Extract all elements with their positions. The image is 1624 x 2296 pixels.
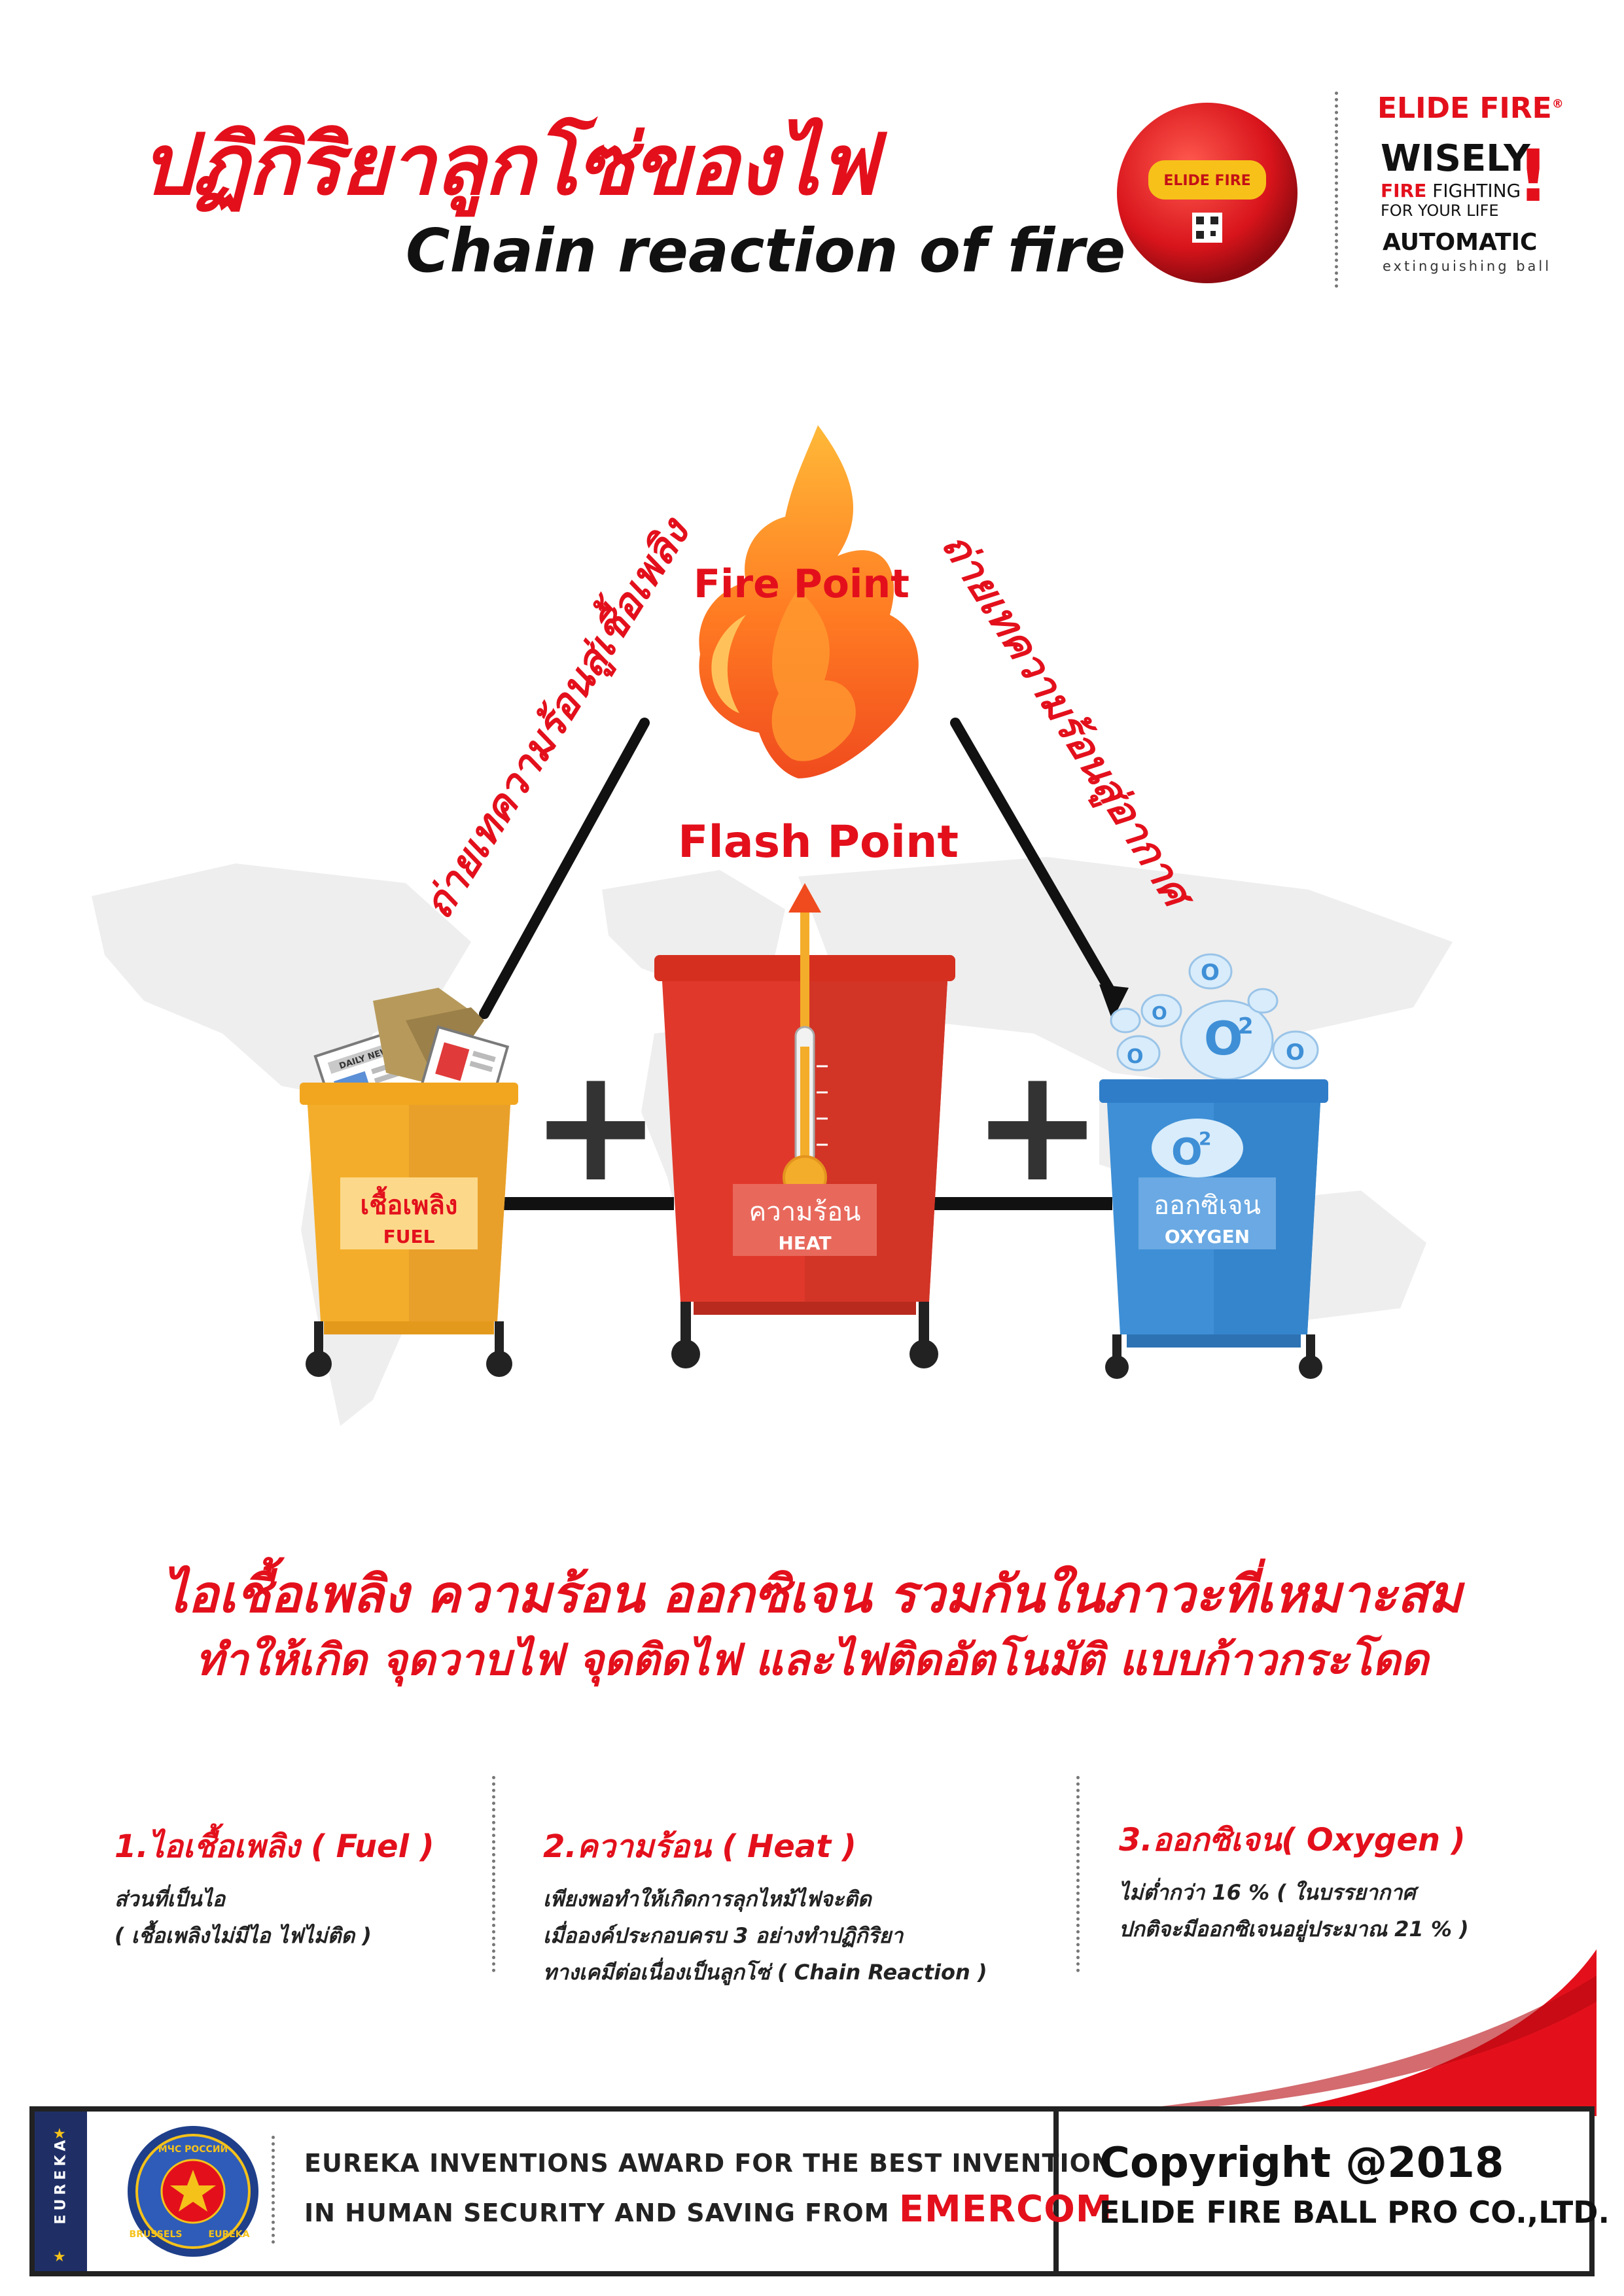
brand-exclamation-icon: ! bbox=[1517, 134, 1550, 218]
headline-line-1: ไอเชื้อเพลิง ความร้อน ออกซิเจน รวมกันในภ… bbox=[162, 1565, 1462, 1624]
oxygen-label-th: ออกซิเจน bbox=[1154, 1191, 1261, 1221]
emercom-medal-icon: МЧС РОССИИ BRUSSELS EUREKA bbox=[128, 2126, 258, 2257]
heat-label-box: ความร้อน HEAT bbox=[733, 1184, 877, 1256]
page-title-english: Chain reaction of fire bbox=[406, 216, 1126, 286]
info-heat: 2.ความร้อน ( Heat ) เพียงพอทำให้เกิดการล… bbox=[543, 1822, 987, 1991]
flash-point-label: Flash Point bbox=[678, 816, 959, 868]
brand-automatic: AUTOMATIC bbox=[1383, 229, 1538, 256]
emercom-text: EMERCOM bbox=[898, 2188, 1113, 2231]
red-swoosh-decoration bbox=[1047, 1949, 1597, 2116]
info-heat-line-1: เพียงพอทำให้เกิดการลุกไหม้ไฟจะติด bbox=[543, 1887, 872, 1911]
info-fuel: 1.ไอเชื้อเพลิง ( Fuel ) ส่วนที่เป็นไอ ( … bbox=[115, 1822, 434, 1954]
award-line-2: IN HUMAN SECURITY AND SAVING FROM EMERCO… bbox=[304, 2188, 1113, 2231]
flame-icon bbox=[699, 425, 919, 778]
star-icon-top: ★ bbox=[53, 2126, 66, 2142]
brand-extinguishing-ball: extinguishing ball bbox=[1383, 258, 1552, 274]
o2-big-o: O bbox=[1204, 1012, 1243, 1066]
star-icon-bottom: ★ bbox=[53, 2249, 66, 2265]
ball-label: ELIDE FIRE bbox=[1163, 173, 1250, 189]
brand-fire-fighting: FIRE FIGHTING bbox=[1381, 180, 1521, 201]
fire-point-label: Fire Point bbox=[694, 561, 909, 607]
brand-name: ELIDE FIRE® bbox=[1377, 92, 1564, 125]
copyright-text: Copyright @2018 bbox=[1099, 2139, 1504, 2187]
o2-bin-o: O bbox=[1171, 1131, 1203, 1174]
eureka-strip: EUREKA ★ ★ bbox=[35, 2112, 87, 2271]
info-fuel-title: 1.ไอเชื้อเพลิง ( Fuel ) bbox=[115, 1828, 434, 1865]
heat-label-en: HEAT bbox=[778, 1232, 832, 1254]
fuel-label-en: FUEL bbox=[383, 1226, 435, 1247]
plus-icon-left: + bbox=[530, 1034, 662, 1217]
o2-small-2: O bbox=[1286, 1039, 1305, 1066]
info-oxygen-title: 3.ออกซิเจน( Oxygen ) bbox=[1119, 1822, 1466, 1858]
page-title-thai: ปฏิกิริยาลูกโซ่ของไฟ bbox=[141, 116, 877, 214]
oxygen-label-box: ออกซิเจน OXYGEN bbox=[1139, 1177, 1276, 1249]
oxygen-bin: O 2 O O O O O 2 bbox=[1099, 953, 1328, 1379]
o2-big-sup: 2 bbox=[1238, 1013, 1254, 1039]
company-name: ELIDE FIRE BALL PRO CO.,LTD. bbox=[1099, 2195, 1610, 2230]
fuel-label-th: เชื้อเพลิง bbox=[360, 1191, 458, 1221]
medal-left-text: BRUSSELS bbox=[130, 2229, 183, 2240]
headline-line-2: ทำให้เกิด จุดวาบไฟ จุดติดไฟ และไฟติดอัตโ… bbox=[195, 1635, 1429, 1685]
info-heat-line-3: ทางเคมีต่อเนื่องเป็นลูกโซ่ ( Chain React… bbox=[543, 1960, 987, 1985]
plus-icon-right: + bbox=[972, 1034, 1104, 1217]
medal-right-text: EUREKA bbox=[209, 2229, 250, 2240]
elide-fire-ball-logo: ELIDE FIRE bbox=[1117, 103, 1297, 283]
brand-wisely: WISELY bbox=[1381, 137, 1530, 180]
heat-label-th: ความร้อน bbox=[749, 1197, 861, 1227]
info-heat-title: 2.ความร้อน ( Heat ) bbox=[543, 1828, 856, 1865]
info-fuel-line-1: ส่วนที่เป็นไอ bbox=[115, 1887, 225, 1911]
o2-bin-sup: 2 bbox=[1199, 1128, 1211, 1149]
heat-bin bbox=[654, 883, 955, 1368]
o2-small-3: O bbox=[1201, 960, 1220, 986]
info-heat-line-2: เมื่อองค์ประกอบครบ 3 อย่างทำปฏิกิริยา bbox=[543, 1923, 904, 1948]
brand-divider bbox=[1335, 92, 1338, 288]
info-divider-2 bbox=[1076, 1776, 1080, 1972]
info-fuel-line-2: ( เชื้อเพลิงไม่มีไอ ไฟไม่ติด ) bbox=[115, 1923, 372, 1948]
medal-top-text: МЧС РОССИИ bbox=[158, 2144, 228, 2155]
footer-dotted-divider bbox=[272, 2136, 275, 2244]
info-oxygen: 3.ออกซิเจน( Oxygen ) ไม่ต่ำกว่า 16 % ( ใ… bbox=[1119, 1815, 1469, 1947]
footer-divider bbox=[1053, 2106, 1059, 2276]
brand-for-your-life: FOR YOUR LIFE bbox=[1381, 201, 1499, 220]
footer-box bbox=[29, 2106, 1595, 2276]
info-oxygen-line-1: ไม่ต่ำกว่า 16 % ( ในบรรยากาศ bbox=[1119, 1880, 1416, 1905]
award-line-1: EUREKA INVENTIONS AWARD FOR THE BEST INV… bbox=[304, 2149, 1113, 2178]
o2-small-1: O bbox=[1127, 1045, 1144, 1068]
fuel-label-box: เชื้อเพลิง FUEL bbox=[340, 1177, 478, 1249]
eureka-strip-text: EUREKA bbox=[52, 2136, 69, 2225]
fire-triangle-lines bbox=[479, 718, 1129, 1210]
info-oxygen-line-2: ปกติจะมีออกซิเจนอยู่ประมาณ 21 % ) bbox=[1119, 1917, 1469, 1941]
o2-small-4: O bbox=[1152, 1002, 1167, 1024]
info-divider-1 bbox=[492, 1776, 495, 1972]
oxygen-label-en: OXYGEN bbox=[1164, 1226, 1250, 1247]
